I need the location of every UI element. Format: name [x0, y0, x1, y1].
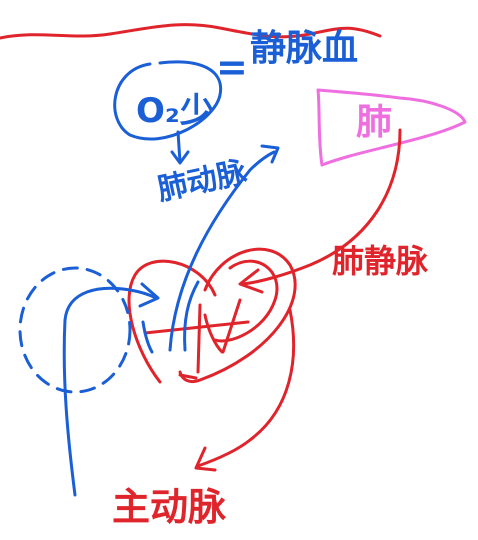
pulmonary-vein-arrow [241, 128, 402, 286]
vena-cava-arrowhead [138, 282, 160, 308]
label-venous-blood: 静脉血 [250, 28, 358, 69]
pulmonary-artery-arrowhead [260, 144, 280, 164]
pulmonary-vein-arrowhead [238, 268, 264, 294]
label-equals: = [216, 45, 248, 89]
heart-inner-loop [213, 259, 279, 343]
blue-heart-entry [141, 320, 154, 354]
label-pulmonary-vein: 肺静脉 [332, 242, 429, 280]
top-red-line [0, 23, 382, 40]
label-aorta: 主动脉 [112, 485, 227, 529]
oxygen-down-arrow [176, 130, 182, 164]
heart-valve-strokes [178, 298, 242, 380]
heart-left-lobe [127, 259, 217, 384]
oxygen-circle [113, 60, 223, 141]
body-dashed-circle [18, 266, 132, 394]
aorta-arrowhead [194, 446, 217, 472]
label-oxygen-left: O₂少 [136, 91, 214, 131]
vena-cava-line [62, 286, 158, 497]
label-pulmonary-artery: 肺动脉 [154, 155, 250, 208]
lung-shape [316, 88, 467, 167]
blue-inner-stroke [183, 280, 200, 352]
label-lung: 肺 [356, 102, 392, 143]
oxygen-down-arrowhead [170, 150, 190, 165]
aorta-curve [196, 308, 296, 468]
heart-right-lobe [178, 247, 297, 384]
pulmonary-artery-arrow [168, 150, 276, 352]
